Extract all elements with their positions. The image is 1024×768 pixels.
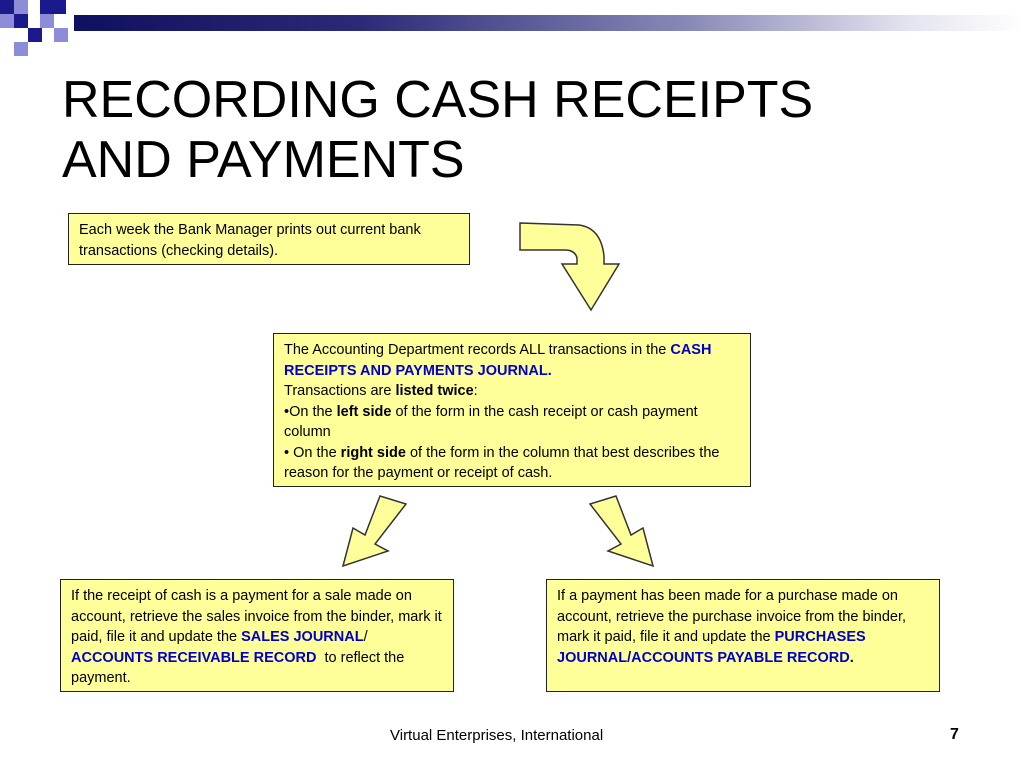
sales-box-post: to reflect the payment. — [71, 649, 409, 687]
title-line-2: AND PAYMENTS — [62, 131, 465, 189]
purchase-payment-box: If a payment has been made for a purchas… — [546, 579, 940, 692]
arrow-down-right-icon — [588, 495, 655, 568]
bank-manager-box: Each week the Bank Manager prints out cu… — [68, 213, 470, 265]
accounting-department-box: The Accounting Department records ALL tr… — [273, 333, 751, 487]
decor-square-light-2 — [0, 14, 14, 28]
bank-manager-text: Each week the Bank Manager prints out cu… — [79, 222, 421, 259]
purchase-box-separator: / — [627, 649, 632, 666]
decor-square-dark-4 — [28, 28, 42, 42]
decor-square-light-5 — [14, 42, 28, 56]
header-gradient-bar — [74, 15, 1024, 31]
purchase-box-text: If a payment has been made for a purchas… — [557, 588, 906, 645]
decor-square-light-3 — [40, 14, 54, 28]
accounts-payable-emphasis: ACCOUNTS PAYABLE RECORD — [631, 649, 850, 666]
middle-p2-post: : — [473, 383, 478, 399]
page-title: RECORDING CASH RECEIPTS AND PAYMENTS — [62, 70, 962, 190]
decor-square-dark-1 — [0, 0, 14, 14]
bullet-1-pre: •On the — [284, 403, 337, 420]
bullet-2-bold: right side — [340, 444, 406, 461]
footer-organization: Virtual Enterprises, International — [390, 727, 604, 744]
middle-p2-bold: listed twice — [395, 383, 474, 399]
sales-receipt-box: If the receipt of cash is a payment for … — [60, 579, 454, 692]
middle-p1-text: The Accounting Department records ALL tr… — [284, 342, 671, 358]
decor-square-light-1 — [14, 0, 28, 14]
decor-square-dark-2 — [40, 0, 66, 14]
title-line-1: RECORDING CASH RECEIPTS — [62, 71, 814, 129]
bullet-2-post: of the form in the column that best desc… — [284, 444, 720, 482]
journal-name-emphasis: CASH RECEIPTS AND PAYMENTS JOURNAL. — [284, 342, 712, 379]
sales-box-text: If the receipt of cash is a payment for … — [71, 588, 442, 645]
page-number: 7 — [950, 726, 959, 743]
middle-p2-pre: Transactions are — [284, 383, 396, 399]
sales-journal-emphasis: SALES JOURNAL — [241, 629, 364, 645]
bullet-1-bold: left side — [336, 403, 392, 420]
arrow-down-left-icon — [341, 495, 408, 568]
accounts-receivable-emphasis: ACCOUNTS RECEIVABLE RECORD — [71, 649, 317, 666]
bullet-2-pre: • On the — [284, 444, 341, 461]
sales-box-separator: / — [363, 629, 368, 645]
decor-square-dark-3 — [14, 14, 28, 28]
purchases-journal-emphasis: PURCHASES JOURNAL — [557, 629, 866, 666]
decor-square-light-4 — [54, 28, 68, 42]
bullet-1-post: of the form in the cash receipt or cash … — [284, 403, 698, 441]
curved-down-arrow-icon — [519, 222, 621, 312]
purchase-box-post: . — [849, 649, 854, 666]
